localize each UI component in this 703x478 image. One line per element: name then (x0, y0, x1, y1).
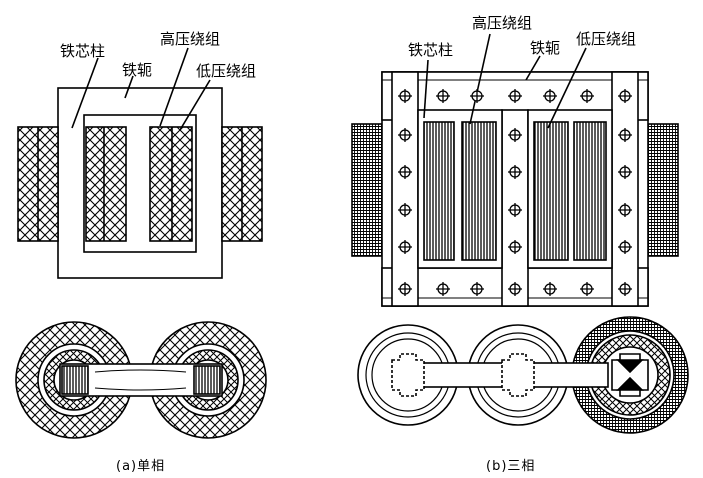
three-phase-right-limb (611, 71, 639, 307)
three-phase-core-section-2 (501, 353, 535, 397)
three-phase-core-limb-label: 铁芯柱 (408, 41, 453, 59)
three-phase-right-outer-winding (647, 123, 679, 257)
bolt-icon (618, 128, 632, 142)
bolt-icon (508, 240, 522, 254)
three-phase-top-view (357, 316, 689, 434)
bolt-icon (436, 89, 450, 103)
bolt-icon (508, 165, 522, 179)
bolt-icon (543, 89, 557, 103)
bolt-icon (470, 89, 484, 103)
bolt-icon (580, 282, 594, 296)
bolt-icon (508, 89, 522, 103)
bolt-icon (398, 165, 412, 179)
three-phase-left-limb (391, 71, 419, 307)
three-phase-winding-3 (533, 121, 569, 261)
bolt-icon (618, 89, 632, 103)
single-phase-core-limb-label: 铁芯柱 (60, 42, 105, 60)
bolt-icon (618, 240, 632, 254)
bolt-icon (618, 282, 632, 296)
single-phase-caption: (a)单相 (116, 459, 165, 474)
single-phase-labels: 铁芯柱 铁轭 高压绕组 低压绕组 (60, 30, 256, 80)
single-phase-right-inner-winding (149, 126, 193, 242)
three-phase-labels: 铁芯柱 铁轭 高压绕组 低压绕组 (408, 14, 636, 59)
three-phase-yoke-label: 铁轭 (530, 39, 560, 57)
bolt-icon (398, 128, 412, 142)
bolt-icon (508, 282, 522, 296)
bolt-icon (618, 203, 632, 217)
three-phase-winding-4 (573, 121, 607, 261)
three-phase-winding-1 (423, 121, 455, 261)
bolt-icon (398, 282, 412, 296)
bolt-icon (398, 240, 412, 254)
bolt-icon (436, 282, 450, 296)
three-phase-left-outer-winding (351, 123, 383, 257)
bolt-icon (508, 203, 522, 217)
three-phase-lv-winding-label: 低压绕组 (576, 30, 636, 48)
single-phase-lv-winding-label: 低压绕组 (196, 62, 256, 80)
three-phase-front-view (351, 33, 679, 307)
single-phase-hv-winding-label: 高压绕组 (160, 30, 220, 48)
bolt-icon (398, 89, 412, 103)
bolt-icon (543, 282, 557, 296)
bolt-icon (398, 203, 412, 217)
three-phase-bolts (398, 89, 632, 296)
bolt-icon (508, 128, 522, 142)
single-phase-top-view (15, 321, 267, 439)
single-phase-yoke-label: 铁轭 (122, 61, 152, 79)
bolt-icon (580, 89, 594, 103)
three-phase-winding-2 (461, 121, 497, 261)
bolt-icon (470, 282, 484, 296)
bolt-icon (618, 165, 632, 179)
three-phase-core-section-1 (391, 353, 425, 397)
single-phase-left-inner-winding (85, 126, 127, 242)
single-phase-front-view (17, 47, 263, 279)
three-phase-hv-winding-label: 高压绕组 (472, 14, 532, 32)
three-phase-caption: (b)三相 (486, 459, 535, 474)
